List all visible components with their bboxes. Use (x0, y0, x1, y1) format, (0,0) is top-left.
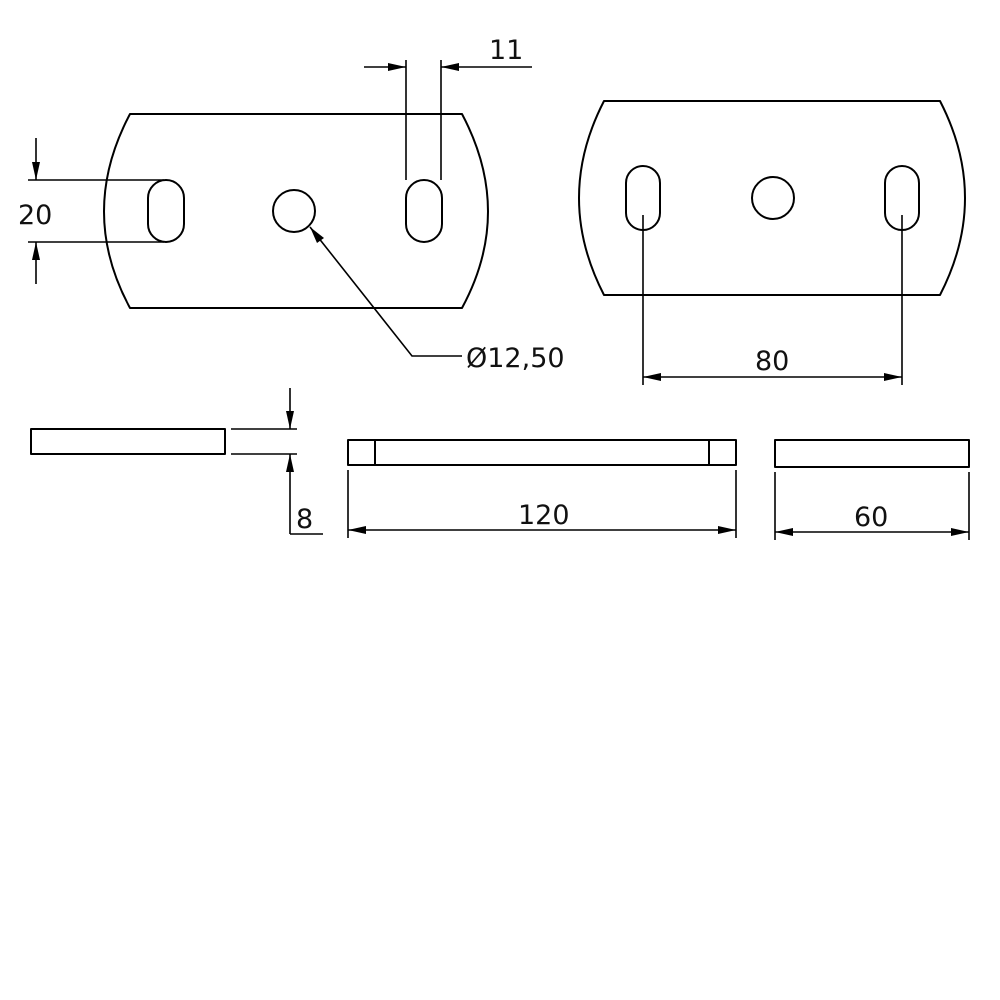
plate-outline-left (103, 113, 489, 309)
dimension-label-hole-diameter: Ø12,50 (466, 343, 565, 374)
plate-view-left (103, 113, 489, 309)
dimension-label-slot-width: 11 (489, 35, 523, 66)
dimension-label-thickness: 8 (296, 504, 313, 535)
slot-left (147, 179, 185, 243)
plate-view-right (578, 100, 966, 296)
dimension-hole-diameter: Ø12,50 (309, 226, 565, 374)
dimension-slot-spacing: 80 (642, 215, 903, 385)
edge-view-left (30, 428, 226, 455)
center-hole-right-view (751, 176, 795, 220)
dimension-width: 60 (774, 472, 970, 540)
dimension-length: 120 (347, 470, 737, 538)
dimension-label-length: 120 (518, 500, 570, 531)
dimension-label-slot-spacing: 80 (755, 346, 789, 377)
dimension-slot-length: 20 (18, 138, 164, 284)
dimension-label-width: 60 (854, 502, 888, 533)
dimension-thickness: 8 (231, 388, 323, 535)
center-hole-left-view (272, 189, 316, 233)
edge-view-middle (347, 439, 737, 466)
dimension-label-slot-length: 20 (18, 200, 52, 231)
edge-view-right (774, 439, 970, 468)
plate-outline-right (578, 100, 966, 296)
dimension-slot-width: 11 (364, 35, 532, 180)
slot-right (405, 179, 443, 243)
